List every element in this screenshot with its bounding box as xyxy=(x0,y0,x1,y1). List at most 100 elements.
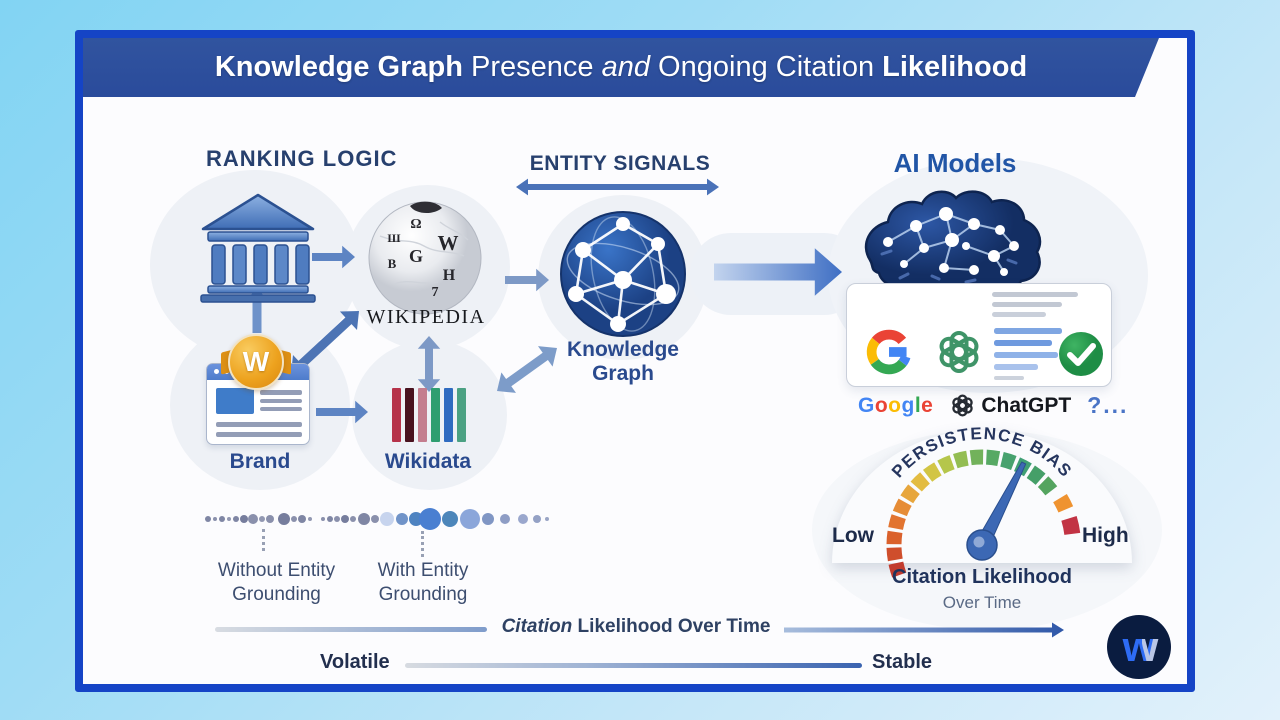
openai-petal xyxy=(952,397,968,411)
timeline-axis-label: Citation Likelihood Over Time xyxy=(490,616,782,638)
gauge-segment xyxy=(888,561,907,578)
card-text-line xyxy=(992,292,1078,297)
citation-dot xyxy=(227,517,231,521)
bank-icon xyxy=(200,193,316,303)
brand-label: Brand xyxy=(229,450,291,473)
citation-dot xyxy=(460,509,480,529)
axis-label-rest: Likelihood Over Time xyxy=(572,616,771,637)
google-g-icon xyxy=(866,329,911,375)
citation-dot xyxy=(396,513,408,525)
gauge-needle xyxy=(966,461,1027,561)
citation-dot xyxy=(233,516,239,522)
gauge-segment xyxy=(1026,465,1046,486)
stable-label: Stable xyxy=(872,651,933,673)
arrow-knowledge-graph-to-ai-models xyxy=(714,248,842,296)
citation-dot xyxy=(334,516,340,522)
persistence-bias-gauge: PERSISTENCE BIAS xyxy=(832,424,1132,578)
gauge-segment xyxy=(1000,452,1017,471)
knowledge-graph-label-line1: Knowledge xyxy=(566,338,679,361)
chatgpt-label: ChatGPT xyxy=(981,393,1072,417)
card-text-line xyxy=(994,340,1052,346)
svg-text:w: w xyxy=(1125,623,1159,670)
arrow-brand-wikipedia-bidirectional xyxy=(291,311,359,374)
arrow-brand-to-wikidata xyxy=(316,400,368,424)
gauge-segment xyxy=(886,530,903,545)
google-wordmark: Google xyxy=(858,394,933,418)
gauge-caption-line1: Citation Likelihood xyxy=(892,566,1072,588)
wikipedia-glyph: 7 xyxy=(432,285,439,300)
ai-answer-card xyxy=(846,283,1112,387)
browser-image-placeholder xyxy=(216,388,254,414)
knowledge-graph-icon xyxy=(560,211,686,337)
citation-dot xyxy=(442,511,458,527)
citation-dot xyxy=(358,513,370,525)
card-text-line xyxy=(994,376,1024,380)
google-letter: e xyxy=(921,393,934,417)
citation-dot xyxy=(545,517,549,521)
citation-dots-strip xyxy=(205,508,549,530)
timeline-line-left xyxy=(215,627,487,632)
label-line: Without Entity xyxy=(217,560,336,581)
wikidata-barcode-icon xyxy=(392,388,466,442)
arrow-wikipedia-wikidata-bidirectional xyxy=(417,336,441,392)
arrow-entity-signals-bidirectional xyxy=(516,178,719,196)
gauge-segment xyxy=(910,472,930,492)
with-entity-grounding-label: With Entity Grounding xyxy=(341,559,505,608)
wikipedia-glyph: W xyxy=(438,231,459,255)
gauge-low-label: Low xyxy=(832,524,874,547)
citation-dot xyxy=(298,515,306,523)
citation-dot xyxy=(266,515,274,523)
title-banner: Knowledge Graph Presence and Ongoing Cit… xyxy=(83,38,1159,97)
citation-dot xyxy=(350,516,356,522)
arrow-wikidata-knowledge-graph-bidirectional xyxy=(497,346,557,393)
gauge-segment xyxy=(1037,476,1058,496)
citation-dot xyxy=(219,516,225,522)
gauge-segment xyxy=(892,498,912,517)
card-text-line xyxy=(994,364,1038,370)
wikipedia-glyph: Ω xyxy=(410,217,421,232)
arrow-wikipedia-to-knowledge-graph xyxy=(505,268,549,292)
label-line: Grounding xyxy=(232,584,321,606)
wikipedia-wordmark: WIKIPEDIA xyxy=(366,306,486,328)
wikidata-bar xyxy=(444,388,453,442)
banner-title-part: Ongoing Citation xyxy=(650,51,883,83)
citation-dot xyxy=(248,514,258,524)
citation-dot xyxy=(409,512,423,526)
gauge-segment xyxy=(937,455,955,474)
card-text-line xyxy=(992,312,1046,317)
citation-dot xyxy=(482,513,494,525)
entity-signals-heading: ENTITY SIGNALS xyxy=(529,152,711,175)
wikidata-label: Wikidata xyxy=(384,450,472,473)
citation-dot xyxy=(308,517,312,521)
browser-text-line xyxy=(216,432,302,437)
google-letter: o xyxy=(888,393,902,417)
wikidata-bar xyxy=(418,388,427,442)
browser-dot xyxy=(214,369,219,374)
more-models-label: ?... xyxy=(1087,392,1129,418)
arrow-citation-timeline xyxy=(784,622,1064,638)
citation-dot xyxy=(380,512,394,526)
citation-dot xyxy=(533,515,541,523)
gauge-segment xyxy=(1053,493,1074,513)
check-circle-icon xyxy=(1059,332,1103,376)
ai-models-heading: AI Models xyxy=(893,148,1017,178)
citation-dot xyxy=(205,516,211,522)
citation-dot xyxy=(341,515,349,523)
google-letter: g xyxy=(901,393,915,417)
browser-text-line xyxy=(260,390,302,395)
needle-hub-highlight xyxy=(973,536,985,548)
wikipedia-glyph: H xyxy=(443,267,456,284)
gauge-segment xyxy=(1061,516,1081,536)
label-line: With Entity xyxy=(377,560,469,581)
card-text-line xyxy=(992,302,1062,307)
volatile-stable-line xyxy=(405,663,862,668)
wikipedia-glyph: B xyxy=(388,256,397,271)
openai-logo-icon-small xyxy=(952,394,974,417)
volatile-label: Volatile xyxy=(320,651,390,673)
wikidata-bar xyxy=(405,388,414,442)
brand-w-badge-icon: W xyxy=(228,334,284,390)
citation-dot xyxy=(213,517,217,521)
gauge-segment xyxy=(985,449,1001,466)
